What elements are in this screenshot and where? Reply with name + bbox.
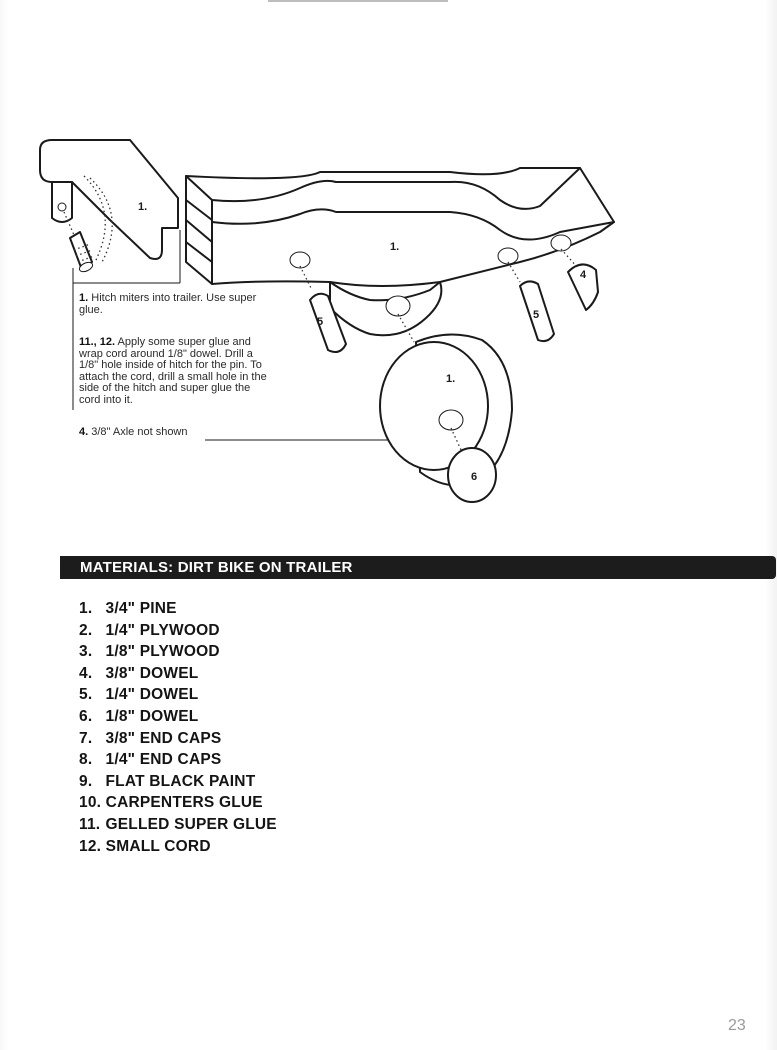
page-edge-shadow-right xyxy=(765,0,777,1050)
wheel-part-label: 1. xyxy=(446,373,455,385)
note-axle-not-shown-number: 4. xyxy=(79,426,89,438)
materials-item-text: 1/8" PLYWOOD xyxy=(105,643,220,661)
materials-item-number: 7. xyxy=(79,729,93,747)
trailer-body-part-label: 1. xyxy=(390,241,399,253)
materials-item-text: 1/8" DOWEL xyxy=(105,707,199,725)
materials-item-number: 2. xyxy=(79,621,93,639)
materials-list-item: 3. 1/8" PLYWOOD xyxy=(79,641,277,663)
materials-item-text: 3/8" END CAPS xyxy=(105,729,222,747)
materials-item-number: 4. xyxy=(79,664,93,682)
note-hitch-miters-text: Hitch miters into trailer. Use super glu… xyxy=(79,292,257,316)
materials-title: MATERIALS: DIRT BIKE ON TRAILER xyxy=(80,559,353,576)
axle-cap-label: 6 xyxy=(471,471,477,483)
materials-list-item: 11. GELLED SUPER GLUE xyxy=(79,814,277,836)
materials-item-text: 1/4" DOWEL xyxy=(105,686,199,704)
note-axle-not-shown: 4. 3/8" Axle not shown xyxy=(79,426,279,439)
materials-item-text: 3/8" DOWEL xyxy=(105,664,199,682)
materials-item-text: CARPENTERS GLUE xyxy=(105,794,263,812)
note-axle-not-shown-text: 3/8" Axle not shown xyxy=(91,426,188,438)
materials-item-text: FLAT BLACK PAINT xyxy=(105,772,256,790)
hitch-part xyxy=(39,139,179,273)
top-rule xyxy=(268,0,448,2)
materials-list-item: 5. 1/4" DOWEL xyxy=(79,684,277,706)
materials-list-item: 7. 3/8" END CAPS xyxy=(79,728,277,750)
materials-item-text: GELLED SUPER GLUE xyxy=(105,815,277,833)
materials-item-number: 3. xyxy=(79,643,93,661)
materials-list-item: 12. SMALL CORD xyxy=(79,836,277,858)
materials-list-item: 9. FLAT BLACK PAINT xyxy=(79,771,277,793)
materials-item-number: 8. xyxy=(79,751,93,769)
materials-header-bar: MATERIALS: DIRT BIKE ON TRAILER xyxy=(60,556,776,579)
end-cap-label: 4 xyxy=(580,269,587,281)
dowel-parts xyxy=(309,263,599,353)
materials-list: 1. 3/4" PINE 2. 1/4" PLYWOOD 3. 1/8" PLY… xyxy=(79,598,277,857)
hitch-part-label: 1. xyxy=(138,201,147,213)
trailer-assembly-diagram: 1. 1. 1. 5 5 4 6 xyxy=(39,139,615,503)
trailer-body-part xyxy=(185,167,615,343)
note-super-glue-cord: 11., 12. Apply some super glue and wrap … xyxy=(79,336,269,406)
materials-item-number: 5. xyxy=(79,686,93,704)
materials-list-item: 8. 1/4" END CAPS xyxy=(79,749,277,771)
materials-list-item: 4. 3/8" DOWEL xyxy=(79,663,277,685)
materials-item-text: SMALL CORD xyxy=(105,837,211,855)
materials-item-number: 9. xyxy=(79,772,93,790)
note-super-glue-cord-text: Apply some super glue and wrap cord arou… xyxy=(79,336,267,406)
materials-item-text: 1/4" PLYWOOD xyxy=(105,621,220,639)
wheel-part xyxy=(379,333,513,503)
note-hitch-miters-number: 1. xyxy=(79,292,89,304)
part-labels: 1. 1. 1. 5 5 4 6 xyxy=(138,201,587,483)
materials-item-number: 6. xyxy=(79,707,93,725)
materials-item-text: 3/4" PINE xyxy=(105,600,177,617)
materials-item-number: 1. xyxy=(79,600,93,617)
materials-item-number: 11. xyxy=(79,815,101,833)
left-dowel-label: 5 xyxy=(317,316,323,328)
page-edge-shadow-left xyxy=(0,0,8,1050)
materials-item-number: 12. xyxy=(79,837,102,855)
note-super-glue-cord-number: 11., 12. xyxy=(79,336,116,348)
note-hitch-miters: 1. Hitch miters into trailer. Use super … xyxy=(79,292,259,316)
materials-list-item: 2. 1/4" PLYWOOD xyxy=(79,620,277,642)
page-number: 23 xyxy=(728,1017,746,1034)
materials-list-item: 10. CARPENTERS GLUE xyxy=(79,792,277,814)
materials-list-item: 1. 3/4" PINE xyxy=(79,598,277,620)
materials-list-item: 6. 1/8" DOWEL xyxy=(79,706,277,728)
materials-item-text: 1/4" END CAPS xyxy=(105,751,222,769)
right-dowel-label: 5 xyxy=(533,309,539,321)
materials-item-number: 10. xyxy=(79,794,102,812)
